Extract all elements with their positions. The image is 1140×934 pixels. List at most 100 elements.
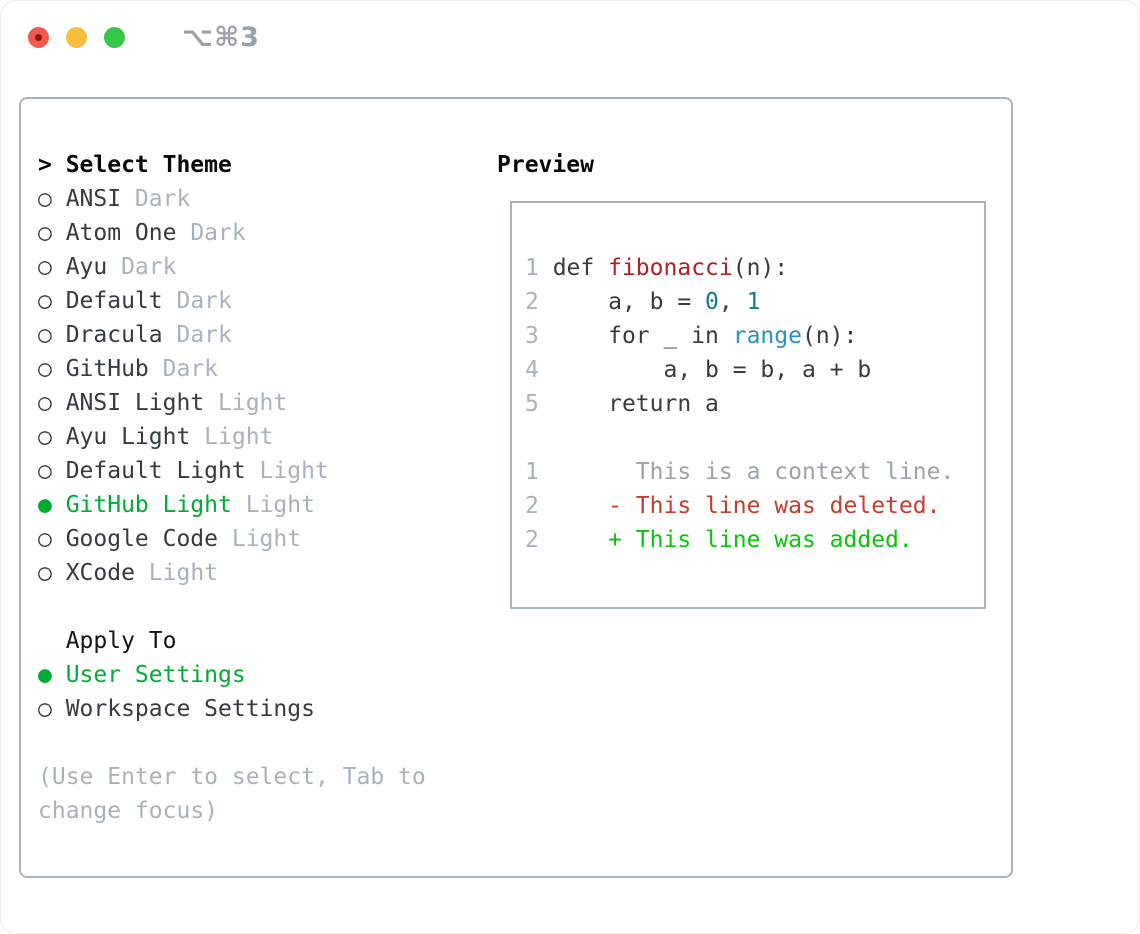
preview-code-line: 1 def fibonacci(n): — [525, 251, 984, 285]
preview-code-line — [525, 421, 984, 455]
preview-code-line: 2 + This line was added. — [525, 523, 984, 557]
preview-code-line: 5 return a — [525, 387, 984, 421]
line-number: 1 — [525, 459, 539, 485]
theme-name: Ayu Light — [65, 424, 191, 450]
theme-variant-tag: Dark — [134, 186, 191, 212]
minimize-button[interactable] — [66, 26, 87, 48]
code-token-num: 0 — [705, 289, 719, 315]
theme-variant-tag: Dark — [162, 356, 219, 382]
preview-code-line: 2 - This line was deleted. — [525, 489, 984, 523]
preview-code-line: 3 for _ in range(n): — [525, 319, 984, 353]
maximize-button[interactable] — [104, 26, 125, 48]
theme-option[interactable]: ○ Ayu Light Light — [38, 420, 458, 454]
theme-variant-tag: Dark — [190, 220, 246, 246]
theme-option[interactable]: ○ Ayu Dark — [38, 250, 458, 284]
theme-option[interactable]: ○ ANSI Light Light — [38, 386, 458, 420]
radio-icon: ○ — [38, 696, 52, 722]
radio-icon: ○ — [38, 560, 52, 586]
apply-to-option[interactable]: ○Workspace Settings — [38, 692, 458, 726]
theme-variant-tag: Light — [204, 424, 274, 450]
apply-to-option-label: User Settings — [65, 662, 246, 688]
line-number: 2 — [525, 527, 539, 553]
code-token-code: for _ in — [538, 323, 733, 349]
theme-variant-tag: Dark — [176, 322, 232, 348]
code-token-code: (n): — [732, 255, 789, 281]
section-gap — [38, 726, 458, 760]
theme-option[interactable]: ● GitHub Light Light — [38, 488, 458, 522]
theme-option[interactable]: ○ Atom One Dark — [38, 216, 458, 250]
radio-icon: ○ — [38, 220, 52, 246]
theme-name: Default Light — [65, 458, 246, 484]
keyboard-hint: (Use Enter to select, Tab to change focu… — [38, 764, 426, 824]
preview-code-line: 4 a, b = b, a + b — [525, 353, 984, 387]
preview-code-line: 1 This is a context line. — [525, 455, 984, 489]
code-token-code: return a — [538, 391, 719, 417]
radio-icon: ○ — [38, 254, 52, 280]
radio-icon: ○ — [38, 186, 52, 212]
line-number: 3 — [525, 323, 539, 349]
theme-option[interactable]: ○ XCode Light — [38, 556, 458, 590]
code-token-code: def — [538, 255, 609, 281]
line-number: 1 — [525, 255, 539, 281]
apply-to-option[interactable]: ●User Settings — [38, 658, 458, 692]
theme-name: Atom One — [65, 220, 177, 246]
theme-variant-tag: Light — [148, 560, 219, 586]
theme-name: Ayu — [65, 254, 108, 280]
theme-name: XCode — [65, 560, 135, 586]
theme-option[interactable]: ○ Google Code Light — [38, 522, 458, 556]
theme-name: ANSI — [65, 186, 122, 212]
prompt-caret-icon: > — [38, 152, 52, 178]
code-token-added: + This line was added. — [538, 527, 913, 553]
window-titlebar: ⌥⌘3 — [28, 22, 260, 53]
radio-icon: ● — [38, 492, 52, 518]
theme-name: ANSI Light — [65, 390, 205, 416]
code-token-code: (n): — [801, 323, 858, 349]
select-theme-header: > Select Theme — [38, 148, 458, 182]
select-theme-title: Select Theme — [65, 152, 232, 178]
radio-icon: ○ — [38, 288, 52, 314]
code-token-deleted: - This line was deleted. — [538, 493, 941, 519]
radio-icon: ○ — [38, 322, 52, 348]
theme-option[interactable]: ○ Dracula Dark — [38, 318, 458, 352]
theme-variant-tag: Light — [231, 526, 302, 552]
code-token-num: 1 — [746, 289, 761, 315]
radio-icon: ○ — [38, 390, 52, 416]
theme-variant-tag: Light — [259, 458, 329, 484]
theme-name: Default — [65, 288, 163, 314]
theme-name: GitHub Light — [65, 492, 232, 518]
preview-code-line: 2 a, b = 0, 1 — [525, 285, 984, 319]
theme-option[interactable]: ○ GitHub Dark — [38, 352, 458, 386]
code-token-func: fibonacci — [608, 255, 733, 281]
theme-variant-tag: Dark — [121, 254, 177, 280]
line-number: 5 — [525, 391, 539, 417]
theme-variant-tag: Dark — [176, 288, 232, 314]
theme-name: Google Code — [65, 526, 219, 552]
apply-to-header: Apply To — [38, 624, 458, 658]
line-number — [525, 425, 539, 451]
radio-icon: ○ — [38, 526, 52, 552]
radio-icon: ○ — [38, 356, 52, 382]
section-gap — [38, 590, 458, 624]
line-number: 2 — [525, 289, 539, 315]
line-number: 4 — [525, 357, 539, 383]
preview-title: Preview — [497, 152, 594, 178]
theme-name: Dracula — [65, 322, 163, 348]
theme-variant-tag: Light — [218, 390, 288, 416]
apply-to-list: ●User Settings ○Workspace Settings — [38, 658, 458, 726]
close-button[interactable] — [28, 26, 49, 48]
code-token-code: a, b = — [538, 289, 706, 315]
theme-option[interactable]: ○ Default Dark — [38, 284, 458, 318]
theme-name: GitHub — [65, 356, 149, 382]
apply-to-title: Apply To — [65, 628, 177, 654]
theme-option[interactable]: ○ ANSI Dark — [38, 182, 458, 216]
line-number: 2 — [525, 493, 539, 519]
window-title: ⌥⌘3 — [182, 21, 260, 53]
radio-icon: ○ — [38, 424, 52, 450]
theme-variant-tag: Light — [245, 492, 315, 518]
code-token-context: This is a context line. — [538, 459, 955, 485]
